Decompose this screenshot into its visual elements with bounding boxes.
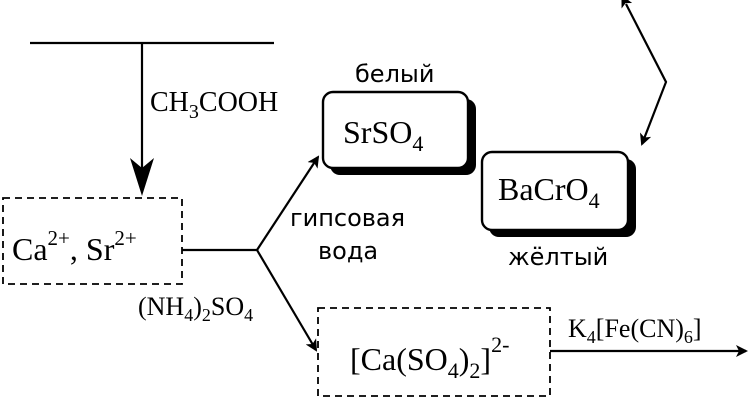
gypsum-water-label-line2: вода — [318, 237, 378, 265]
strontium-sulfate-label: SrSO4 — [343, 114, 423, 156]
barium-chromate-color-label: жёлтый — [508, 243, 608, 271]
strontium-sulfate-box — [321, 90, 470, 170]
gypsum-water-label-line1: гипсовая — [290, 204, 405, 232]
start-ions-label: Ca2+, Sr2+ — [12, 226, 137, 267]
ferrocyanide-label: K4[Fe(CN)6] — [568, 314, 702, 347]
calcium-complex-label: [Ca(SO4)2]2- — [350, 332, 509, 383]
ammonium-sulfate-label: (NH4)2SO4 — [138, 292, 253, 325]
start-ions-box — [2, 197, 183, 285]
acetic-acid-label: CH3COOH — [150, 87, 278, 123]
ammonium-sulfate-arrow — [256, 249, 318, 352]
barium-chromate-label: BaCrO4 — [498, 171, 600, 213]
barium-link-double-arrow — [621, 0, 668, 146]
acetic-acid-arrowhead — [130, 158, 154, 196]
barium-chromate-box — [480, 150, 630, 232]
strontium-sulfate-color-label: белый — [355, 60, 434, 88]
gypsum-water-arrow — [256, 155, 320, 251]
